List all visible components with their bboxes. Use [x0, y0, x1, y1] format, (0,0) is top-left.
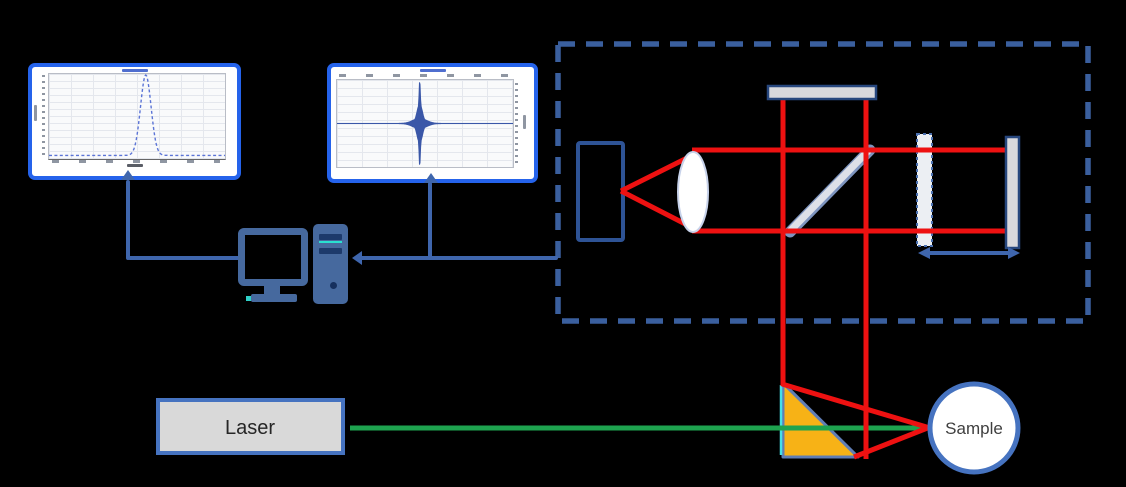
interferogram-y-tick-labels — [515, 83, 518, 165]
monitor-icon — [238, 228, 308, 286]
spectrum-y-tick-labels — [42, 75, 45, 159]
spectrum-x-axis-label — [126, 164, 143, 167]
tower-drive-slot — [319, 248, 342, 254]
spectrum-screen — [28, 63, 241, 180]
spectrum-chart-title — [121, 69, 148, 72]
laser-label: Laser — [225, 417, 275, 439]
moving-mirror — [1004, 135, 1021, 250]
power-button-icon — [330, 282, 337, 289]
interferogram-plot-area — [336, 79, 514, 168]
interferometer-enclosure-dashed-box — [555, 41, 1091, 324]
arrow-up-head — [424, 173, 438, 183]
arrow-horizontal-segment — [360, 256, 558, 260]
computer-tower-icon — [313, 224, 348, 304]
mirror-travel-arrow-right-head — [1008, 247, 1020, 259]
interferogram-x-tick-labels — [339, 74, 511, 77]
beam-prism-to-sample-lower — [853, 424, 931, 460]
spectrum-x-tick-labels — [52, 160, 220, 163]
arrow-up-head — [121, 170, 135, 180]
beam-prism-to-sample-upper — [781, 381, 931, 431]
detector — [576, 141, 625, 242]
pickoff-prism — [781, 381, 860, 459]
tower-slot-accent — [319, 241, 342, 243]
monitor-base — [251, 294, 297, 302]
spectrum-y-axis-label — [34, 105, 37, 121]
desktop-computer-icon — [238, 224, 348, 304]
monitor-stand — [264, 286, 280, 296]
arrow-left-head — [352, 251, 362, 265]
spectrum-curve — [49, 74, 225, 157]
arrow-horizontal-segment — [128, 256, 242, 260]
fixed-mirror — [766, 84, 878, 101]
spectrum-plot-area — [48, 73, 226, 160]
moving-mirror-ghost-position — [916, 133, 933, 247]
interferogram-chart-title — [419, 69, 446, 72]
sample-circle — [927, 381, 1021, 475]
arrow-vertical-segment — [126, 180, 130, 260]
beamsplitter-face — [787, 147, 872, 234]
sample-label: Sample — [945, 419, 1003, 438]
monitor-base-accent — [246, 296, 253, 301]
tower-drive-slot — [319, 234, 342, 240]
laser-box — [156, 398, 345, 455]
collimating-lens — [677, 151, 709, 233]
arrow-branch-vertical-segment — [428, 182, 432, 260]
interferogram-curve — [337, 82, 513, 165]
interferogram-y-axis-label — [523, 115, 526, 129]
mirror-travel-arrow-left-head — [918, 247, 930, 259]
interferogram-screen — [327, 63, 538, 183]
